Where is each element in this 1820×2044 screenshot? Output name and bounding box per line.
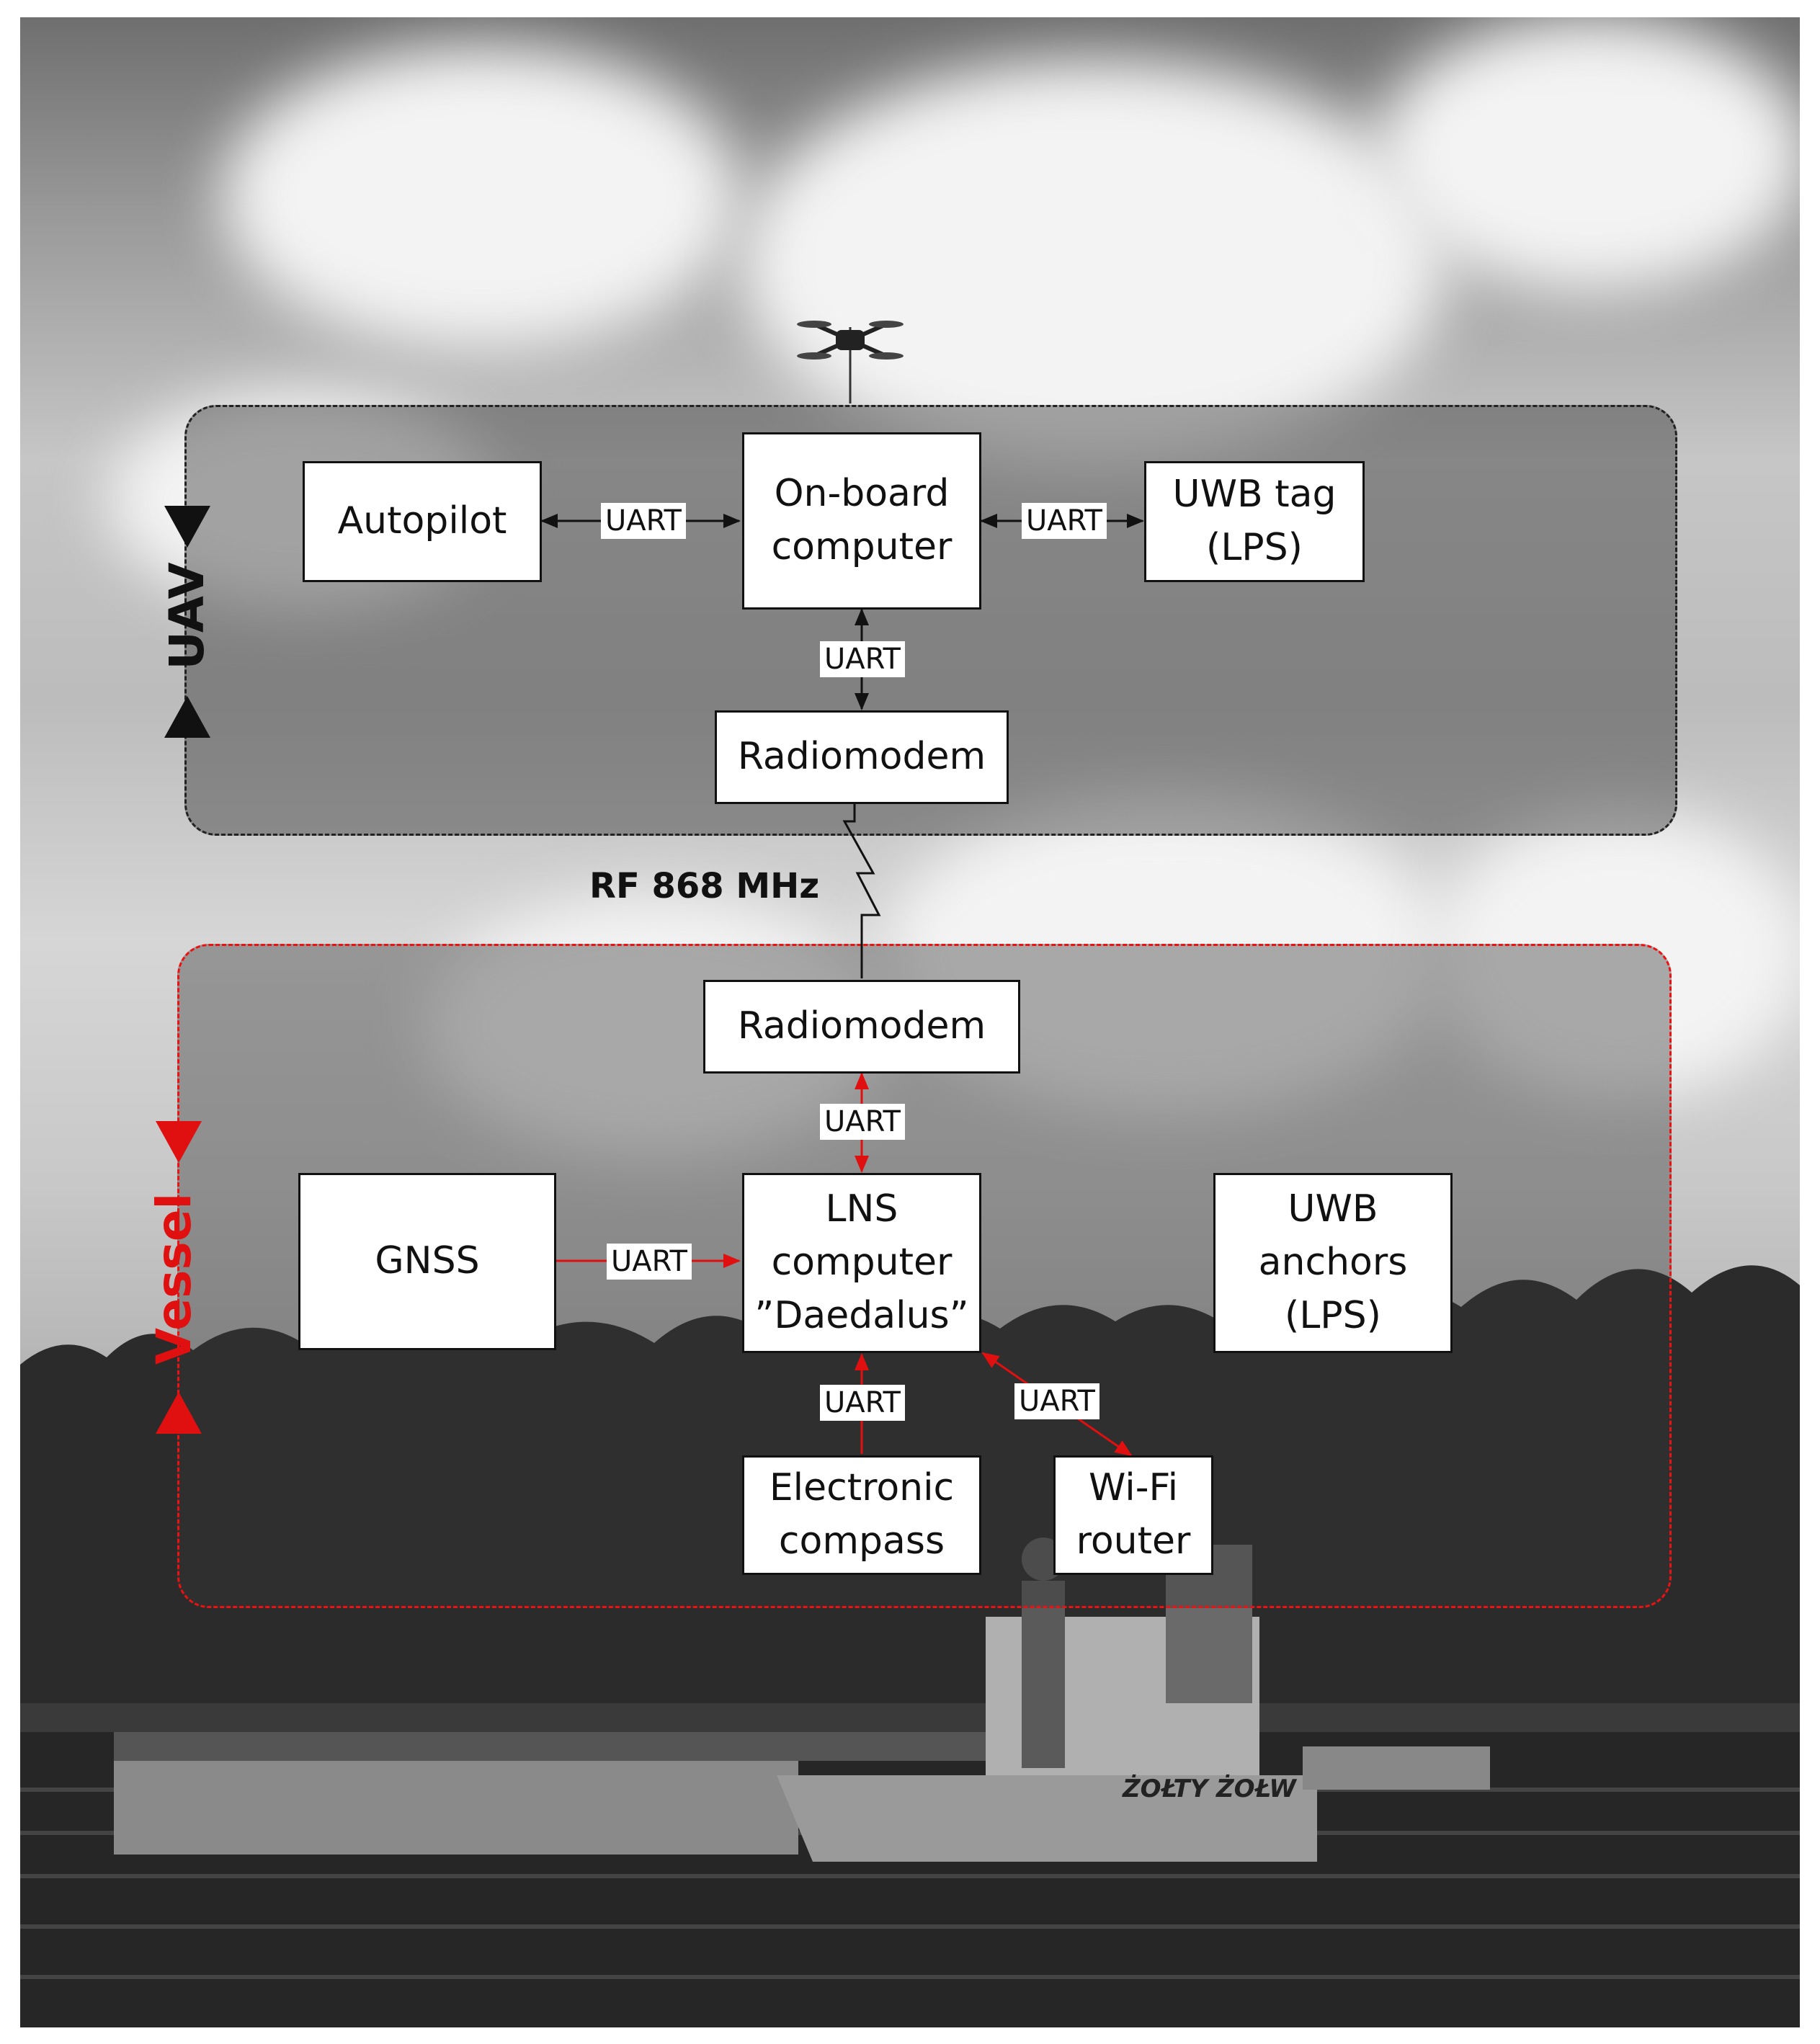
onboard-uwb-uart-label: UART bbox=[1022, 503, 1107, 539]
radio-lns-uart-label: UART bbox=[820, 1104, 905, 1140]
rf-label: RF 868 MHz bbox=[589, 866, 820, 906]
vessel-bracket-arrow-up bbox=[156, 1392, 202, 1434]
uav-side-label: UAV bbox=[159, 562, 215, 670]
uav-bracket-arrow-down bbox=[164, 506, 210, 548]
electronic-compass-box: Electronic compass bbox=[742, 1455, 981, 1575]
onboard-computer-box: On-board computer bbox=[742, 432, 981, 610]
autopilot-box: Autopilot bbox=[303, 461, 542, 582]
drone-icon bbox=[797, 321, 904, 403]
uwb-anchors-box: UWB anchors (LPS) bbox=[1213, 1173, 1453, 1353]
vessel-side-label: Vessel bbox=[146, 1192, 202, 1365]
compass-lns-uart-label: UART bbox=[820, 1385, 905, 1421]
wifi-router-box: Wi-Fi router bbox=[1053, 1455, 1213, 1575]
uav-radiomodem-box: Radiomodem bbox=[715, 710, 1009, 804]
background-photo: ŻOŁTY ŻOŁW bbox=[20, 17, 1800, 2027]
boat-name-text: ŻOŁTY ŻOŁW bbox=[1122, 1774, 1297, 1803]
uav-bracket-arrow-up bbox=[164, 696, 210, 738]
wifi-lns-uart-label: UART bbox=[1014, 1383, 1099, 1419]
gnss-box: GNSS bbox=[298, 1173, 556, 1350]
autopilot-onboard-uart-label: UART bbox=[601, 503, 686, 539]
uwb-tag-box: UWB tag (LPS) bbox=[1144, 461, 1365, 582]
gnss-lns-uart-label: UART bbox=[607, 1244, 692, 1280]
onboard-radio-uart-label: UART bbox=[820, 641, 905, 677]
rf-link-line bbox=[842, 804, 881, 978]
vessel-bracket-arrow-down bbox=[156, 1121, 202, 1163]
lns-computer-box: LNS computer ”Daedalus” bbox=[742, 1173, 981, 1353]
vessel-radiomodem-box: Radiomodem bbox=[703, 980, 1020, 1074]
